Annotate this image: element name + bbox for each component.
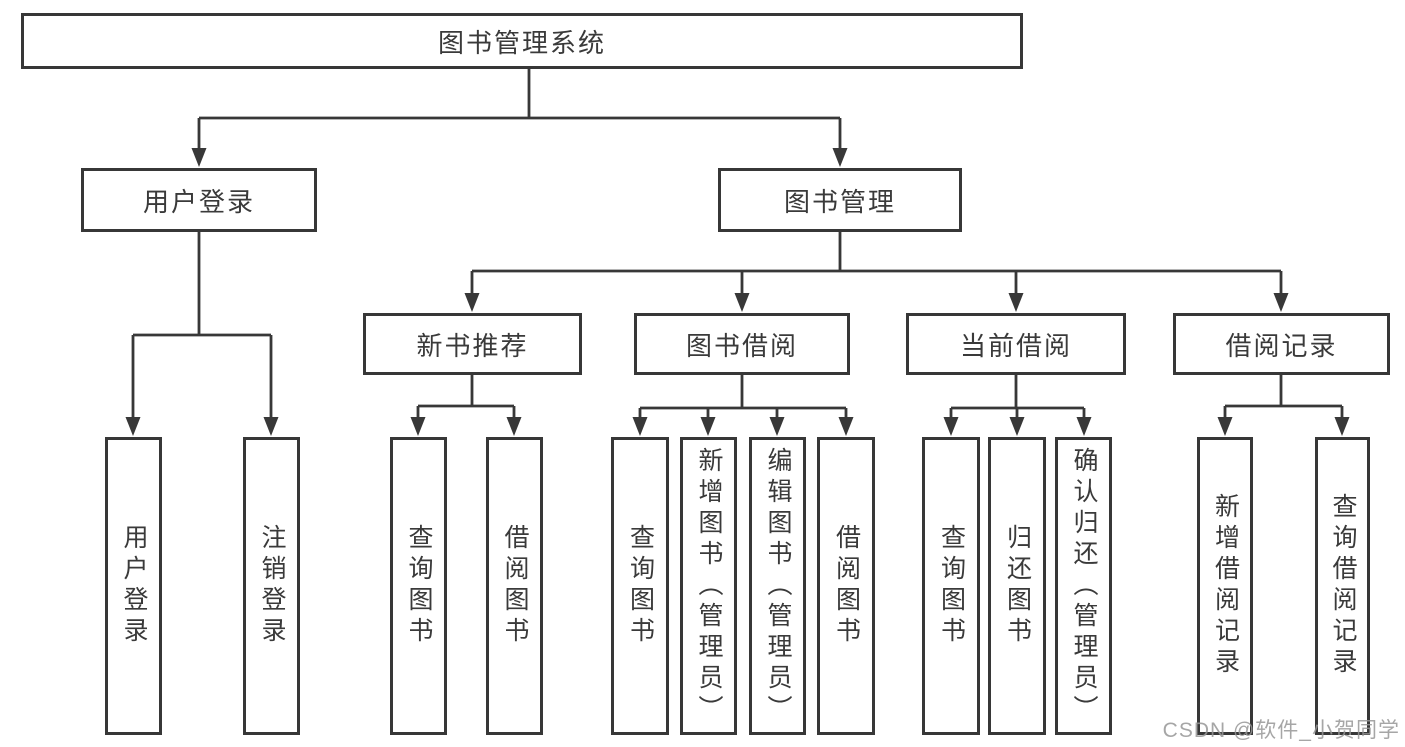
node-root-system: 图书管理系统 [21,13,1023,69]
leaf-edit-book-admin: 编辑图书（管理员） [749,437,806,735]
leaf-query-book-borrow: 查询图书 [611,437,669,735]
leaf-logout: 注销登录 [243,437,300,735]
node-borrow-record: 借阅记录 [1173,313,1390,375]
leaf-return-book: 归还图书 [988,437,1046,735]
leaf-borrow-book: 借阅图书 [817,437,875,735]
node-book-management: 图书管理 [718,168,962,232]
leaf-query-book-recommend: 查询图书 [390,437,447,735]
leaf-confirm-return-admin: 确认归还（管理员） [1055,437,1112,735]
node-book-borrow: 图书借阅 [634,313,850,375]
leaf-add-borrow-record: 新增借阅记录 [1197,437,1253,735]
leaf-query-book-current: 查询图书 [922,437,980,735]
leaf-query-borrow-record: 查询借阅记录 [1315,437,1370,735]
node-new-book-recommend: 新书推荐 [363,313,582,375]
node-current-borrow: 当前借阅 [906,313,1126,375]
leaf-add-book-admin: 新增图书（管理员） [680,437,737,735]
leaf-borrow-book-recommend: 借阅图书 [486,437,543,735]
leaf-user-login: 用户登录 [105,437,162,735]
csdn-watermark: CSDN @软件_小贺同学 [1162,719,1400,742]
node-user-login: 用户登录 [81,168,317,232]
